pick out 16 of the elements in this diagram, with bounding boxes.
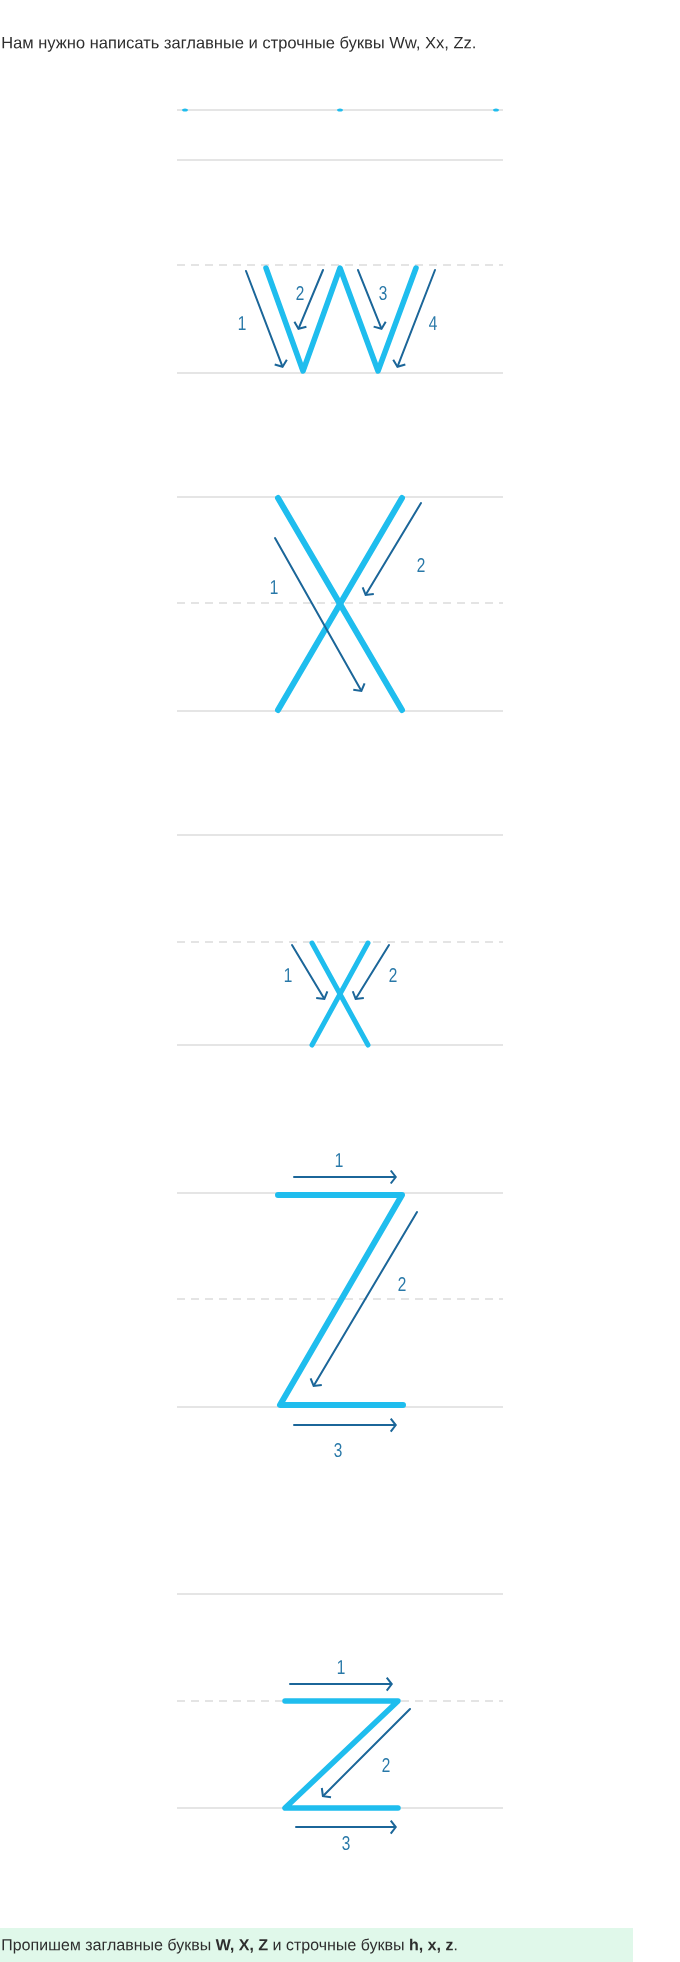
- title: Нам нужно написать заглавные и строчные буквы Ww, Xx, Zz.: [2, 36, 475, 52]
- caption-band: Пропишем заглавные буквы W, X, Z и строчные буквы h, x, z.: [0, 1928, 633, 1962]
- stroke-number: 2: [417, 558, 425, 572]
- stroke-number: 1: [284, 968, 292, 982]
- stroke-number: 1: [238, 316, 246, 330]
- stroke-number: 3: [334, 1442, 342, 1458]
- stroke-number: 2: [296, 286, 304, 300]
- stroke-number: 1: [270, 580, 278, 594]
- stroke-number: 2: [398, 1277, 406, 1291]
- stroke-number: 2: [382, 1758, 390, 1772]
- stroke-number: 3: [379, 285, 387, 301]
- stroke-number: 2: [389, 968, 397, 982]
- stroke-number: 3: [342, 1835, 350, 1851]
- stroke-number: 1: [335, 1153, 343, 1167]
- stroke-number: 1: [337, 1660, 345, 1674]
- stroke-number: 4: [429, 316, 437, 330]
